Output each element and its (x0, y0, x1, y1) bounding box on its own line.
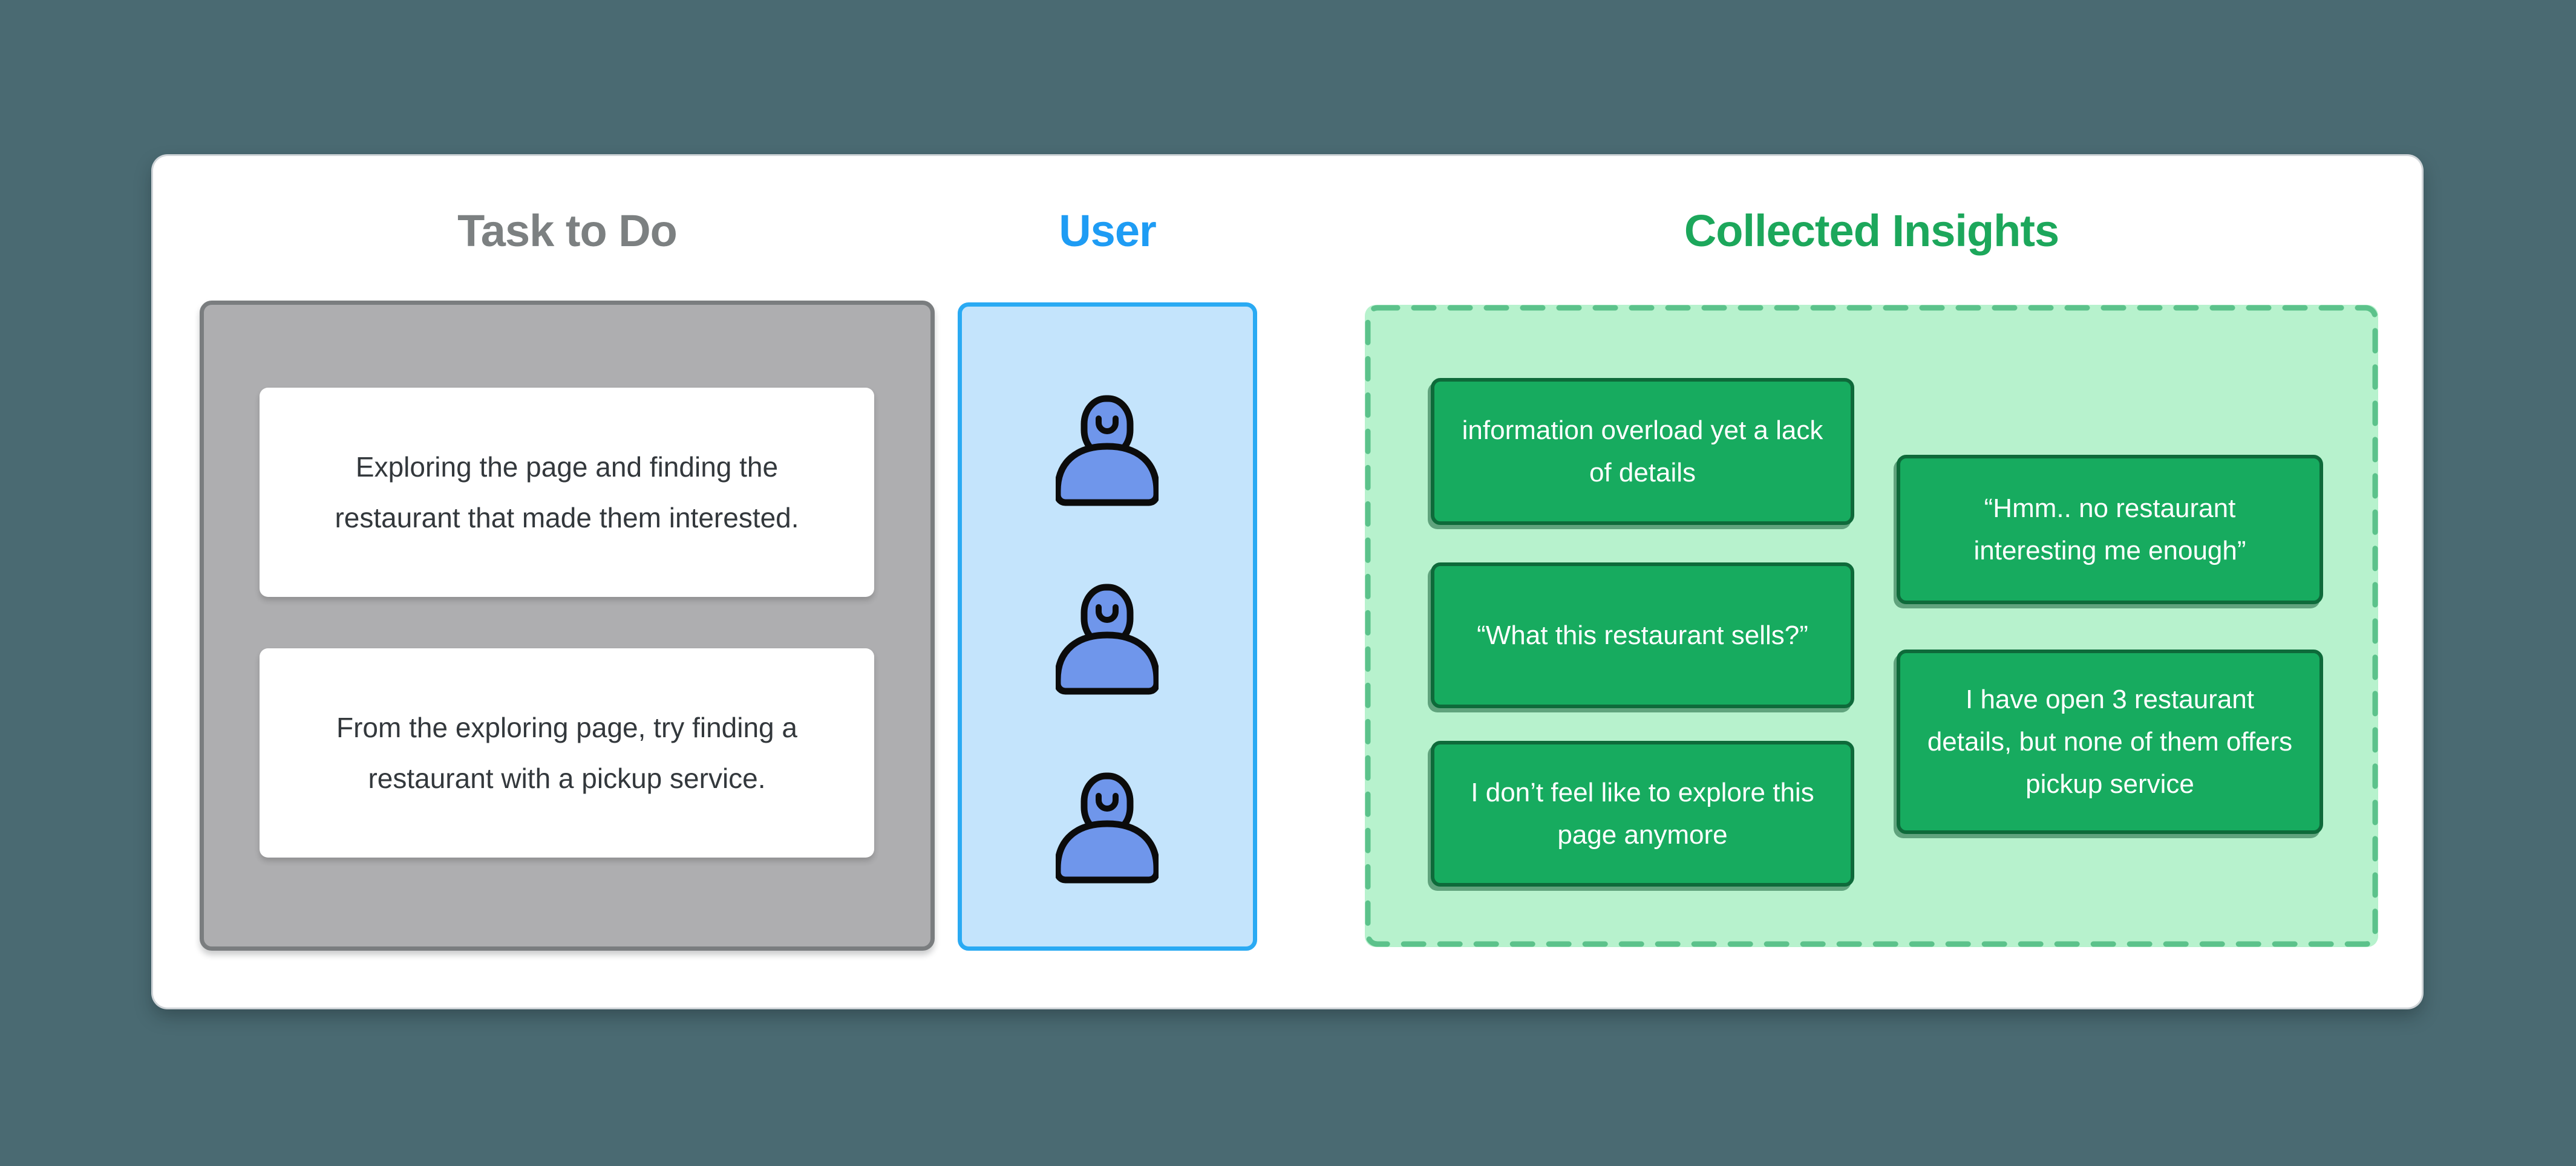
dashed-border (1365, 305, 2378, 947)
insight-card-text: I don’t feel like to explore this page a… (1471, 777, 1814, 850)
user-avatar-icon (1056, 395, 1159, 506)
insight-card-text: “What this restaurant sells?” (1477, 620, 1808, 650)
tasks-panel: Exploring the page and finding the resta… (200, 301, 935, 951)
user-panel (958, 302, 1257, 951)
insight-card: information overload yet a lack of detai… (1431, 378, 1854, 525)
insight-card: “What this restaurant sells?” (1431, 562, 1854, 708)
insights-column-heading: Collected Insights (1684, 206, 2059, 256)
task-card: From the exploring page, try finding a r… (260, 648, 874, 858)
insight-card-text: information overload yet a lack of detai… (1462, 415, 1823, 487)
user-avatar-icon (1056, 584, 1159, 695)
insight-card-text: “Hmm.. no restaurant interesting me enou… (1973, 493, 2246, 565)
tasks-column-heading: Task to Do (457, 206, 678, 256)
task-card: Exploring the page and finding the resta… (260, 388, 874, 597)
main-card: Task to Do User Collected Insights Explo… (153, 156, 2422, 1008)
task-card-text: Exploring the page and finding the resta… (335, 451, 799, 533)
insight-card: I don’t feel like to explore this page a… (1431, 741, 1854, 887)
insight-card: I have open 3 restaurant details, but no… (1897, 650, 2323, 834)
user-column-heading: User (1059, 206, 1157, 256)
insight-card: “Hmm.. no restaurant interesting me enou… (1897, 455, 2323, 604)
task-card-text: From the exploring page, try finding a r… (336, 712, 797, 794)
insight-card-text: I have open 3 restaurant details, but no… (1927, 684, 2293, 799)
user-avatar-icon (1056, 772, 1159, 884)
insights-panel: information overload yet a lack of detai… (1365, 305, 2378, 947)
